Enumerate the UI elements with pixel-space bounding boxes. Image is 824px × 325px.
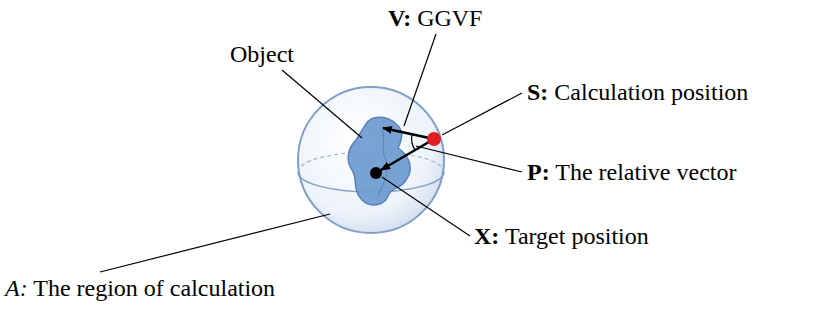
relative-vector	[381, 139, 434, 170]
callout-label: S: Calculation position	[527, 78, 748, 106]
object-shape	[348, 117, 410, 205]
calculation-point	[427, 132, 441, 146]
calculation-region	[298, 87, 444, 233]
callout-label: P: The relative vector	[527, 158, 736, 186]
leader-line	[282, 70, 362, 138]
leader-line	[382, 177, 470, 236]
callout-label: A: The region of calculation	[5, 274, 275, 302]
leader-line	[100, 214, 330, 272]
callout-label: X: Target position	[474, 222, 649, 250]
angle-arc	[412, 134, 415, 150]
target-point	[370, 167, 382, 179]
ggvf-vector	[383, 128, 434, 139]
object-shading	[378, 130, 387, 196]
leader-line	[404, 34, 436, 126]
leader-line	[442, 93, 522, 135]
callout-label: Object	[230, 40, 294, 68]
callout-label: V: GGVF	[388, 4, 482, 32]
leader-line	[416, 146, 522, 172]
